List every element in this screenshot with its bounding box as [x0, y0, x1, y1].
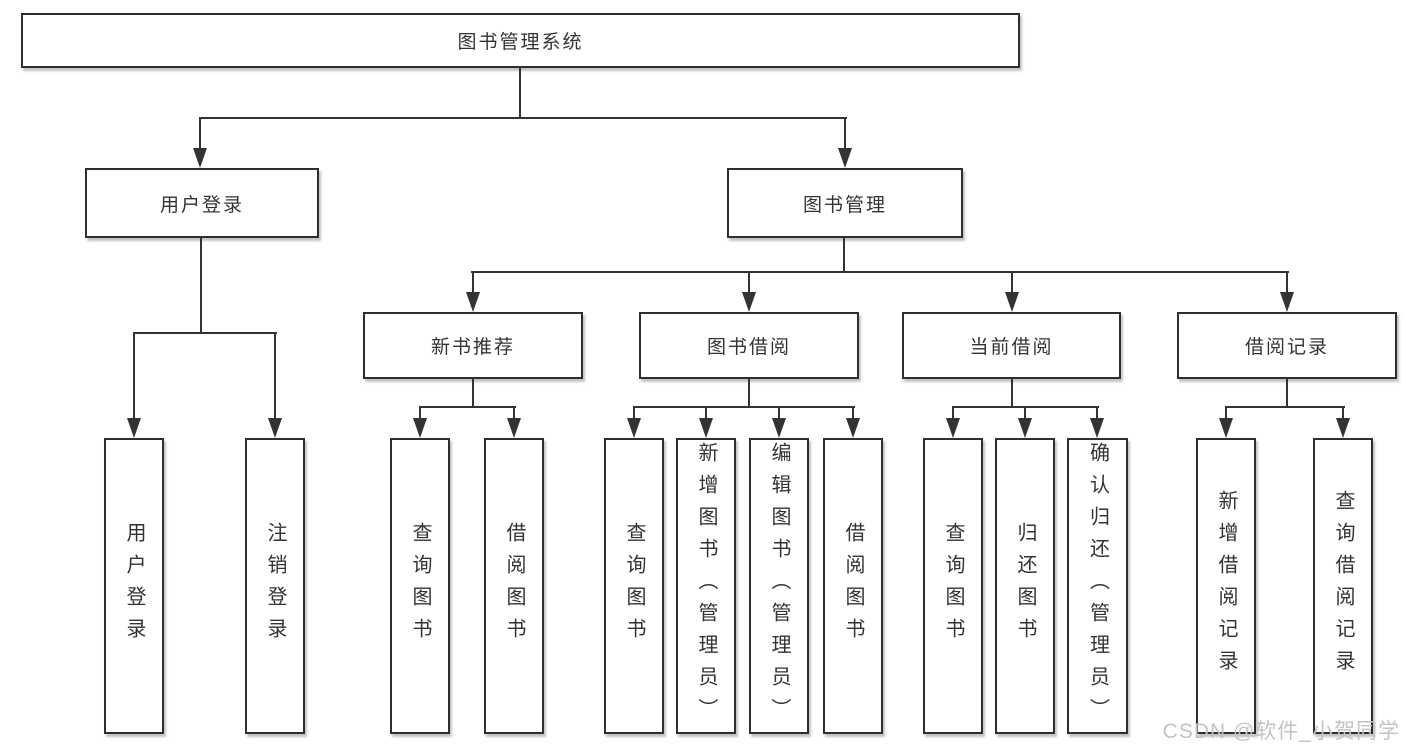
connector-arrow [946, 407, 960, 438]
connector-arrow [699, 407, 713, 438]
node-book-mgmt-label: 图书管理 [802, 194, 887, 216]
leaf-query-borrow-record-label: 查询借阅记录 [1332, 490, 1354, 682]
connector-arrow [1005, 272, 1019, 312]
connector-vline [1286, 379, 1288, 408]
leaf-add-books: 新增图书（管理员） [676, 438, 736, 734]
node-user-login-label: 用户登录 [159, 194, 244, 216]
leaf-query-books-3: 查询图书 [923, 438, 983, 734]
connector-arrow [193, 118, 207, 168]
connector-hline [419, 406, 516, 408]
connector-arrow [772, 407, 786, 438]
leaf-user-login-label: 用户登录 [123, 522, 145, 650]
connector-hline [1225, 406, 1345, 408]
connector-hline [199, 117, 847, 119]
leaf-query-books-3-label: 查询图书 [942, 522, 964, 650]
node-current-borrowing: 当前借阅 [902, 312, 1121, 379]
leaf-user-login: 用户登录 [104, 438, 164, 734]
leaf-return-books-label: 归还图书 [1014, 522, 1036, 650]
leaf-borrow-books-1: 借阅图书 [484, 438, 544, 734]
connector-arrow [1336, 407, 1350, 438]
leaf-add-borrow-record-label: 新增借阅记录 [1215, 490, 1237, 682]
leaf-query-books-2: 查询图书 [604, 438, 664, 734]
node-root: 图书管理系统 [21, 13, 1020, 68]
connector-arrow [1018, 407, 1032, 438]
connector-arrow [268, 333, 282, 438]
leaf-query-books-2-label: 查询图书 [623, 522, 645, 650]
leaf-borrow-books-1-label: 借阅图书 [503, 522, 525, 650]
leaf-query-books-1: 查询图书 [390, 438, 450, 734]
connector-arrow [846, 407, 860, 438]
leaf-add-books-label: 新增图书（管理员） [695, 442, 717, 730]
connector-arrow [1219, 407, 1233, 438]
connector-vline [519, 68, 521, 119]
node-book-borrowing: 图书借阅 [639, 312, 859, 379]
node-borrowing-records-label: 借阅记录 [1244, 337, 1329, 358]
node-user-login: 用户登录 [85, 168, 319, 238]
connector-arrow [413, 407, 427, 438]
node-book-mgmt: 图书管理 [727, 168, 963, 238]
leaf-edit-books-label: 编辑图书（管理员） [768, 442, 790, 730]
leaf-logout: 注销登录 [245, 438, 305, 734]
connector-arrow [742, 272, 756, 312]
connector-arrow [1280, 272, 1294, 312]
node-book-borrowing-label: 图书借阅 [706, 337, 791, 358]
connector-vline [843, 238, 845, 273]
connector-arrow [838, 118, 852, 168]
leaf-confirm-return: 确认归还（管理员） [1067, 438, 1128, 734]
leaf-query-books-1-label: 查询图书 [409, 522, 431, 650]
node-new-book-rec: 新书推荐 [363, 312, 583, 379]
leaf-confirm-return-label: 确认归还（管理员） [1086, 442, 1109, 730]
watermark-text: CSDN @软件_小贺同学 [1162, 720, 1400, 743]
connector-hline [133, 332, 277, 334]
leaf-add-borrow-record: 新增借阅记录 [1196, 438, 1256, 734]
connector-vline [472, 379, 474, 408]
connector-arrow [507, 407, 521, 438]
connector-arrow [1090, 407, 1104, 438]
connector-vline [200, 238, 202, 334]
connector-arrow [127, 333, 141, 438]
leaf-return-books: 归还图书 [995, 438, 1055, 734]
connector-arrow [466, 272, 480, 312]
leaf-logout-label: 注销登录 [264, 522, 286, 650]
node-new-book-rec-label: 新书推荐 [430, 337, 515, 358]
connector-arrow [627, 407, 641, 438]
connector-vline [1011, 379, 1013, 408]
leaf-borrow-books-2: 借阅图书 [823, 438, 883, 734]
connector-vline [748, 379, 750, 408]
leaf-query-borrow-record: 查询借阅记录 [1313, 438, 1373, 734]
leaf-edit-books: 编辑图书（管理员） [749, 438, 809, 734]
node-root-label: 图书管理系统 [457, 32, 584, 53]
node-borrowing-records: 借阅记录 [1177, 312, 1397, 379]
connector-hline [471, 271, 1289, 273]
leaf-borrow-books-2-label: 借阅图书 [842, 522, 864, 650]
node-current-borrowing-label: 当前借阅 [969, 337, 1054, 358]
connector-hline [633, 406, 855, 408]
